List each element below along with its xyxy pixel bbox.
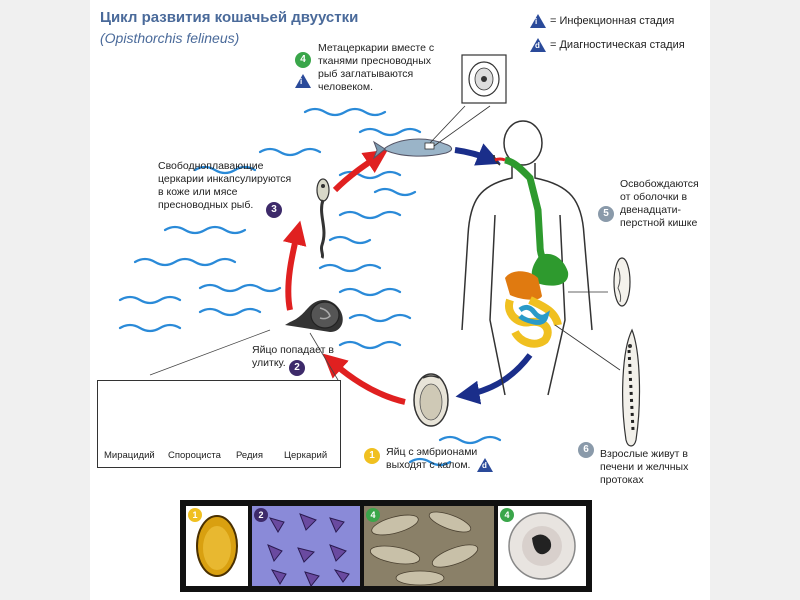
legend-infective-text: = Инфекционная стадия: [550, 15, 675, 27]
infective-triangle-icon: i: [530, 14, 546, 28]
snail-illustration: [149, 299, 343, 381]
step-2-number: 2: [289, 360, 305, 376]
egg-illustration: [413, 373, 449, 427]
photo-2-number: 2: [254, 508, 268, 522]
large-intestine: [505, 296, 562, 348]
esophagus: [504, 156, 560, 270]
larval-stages-box: [97, 380, 341, 468]
legend-diagnostic-text: = Диагностическая стадия: [550, 39, 685, 51]
stage-label-cercaria: Церкарий: [284, 450, 328, 461]
small-intestine: [518, 304, 550, 325]
fish-illustration: [372, 105, 491, 160]
cercaria-illustration: [316, 178, 330, 259]
step-4-number: 4: [295, 52, 311, 68]
diagram-subtitle: (Opisthorchis felineus): [100, 30, 240, 46]
step-6-number: 6: [578, 442, 594, 458]
liver: [505, 271, 542, 300]
stage-label-redia: Редия: [236, 450, 263, 461]
water-waves: [118, 107, 502, 467]
arrow-egg-to-snail: [322, 353, 406, 405]
step-4-infective-icon: i: [295, 74, 311, 88]
arrow-snail-to-cercaria: [282, 220, 307, 311]
stage-label-sporocyst: Спороциста: [168, 450, 221, 461]
photo-4-number: 4: [500, 508, 514, 522]
stage-label-miracidium: Мирацидий: [104, 450, 155, 461]
photo-3-number: 4: [366, 508, 380, 522]
legend-diagnostic: d = Диагностическая стадия: [530, 38, 685, 52]
mouth: [494, 157, 506, 162]
arrow-human-to-egg: [455, 353, 533, 405]
diagnostic-triangle-icon: d: [530, 38, 546, 52]
photo-1-number: 1: [188, 508, 202, 522]
excysted-worm-illustration: [568, 257, 631, 307]
step-5-number: 5: [598, 206, 614, 222]
diagram-title: Цикл развития кошачьей двуустки: [100, 9, 359, 26]
human-silhouette: [461, 120, 593, 396]
step-1-number: 1: [364, 448, 380, 464]
stomach: [531, 253, 569, 286]
legend-infective: i = Инфекционная стадия: [530, 14, 674, 28]
step-3-number: 3: [266, 202, 282, 218]
step-1-diagnostic-icon: d: [477, 458, 493, 472]
arrow-fish-to-human: [454, 143, 501, 166]
adult-fluke-illustration: [554, 324, 641, 447]
arrow-cercaria-to-fish: [332, 149, 388, 193]
